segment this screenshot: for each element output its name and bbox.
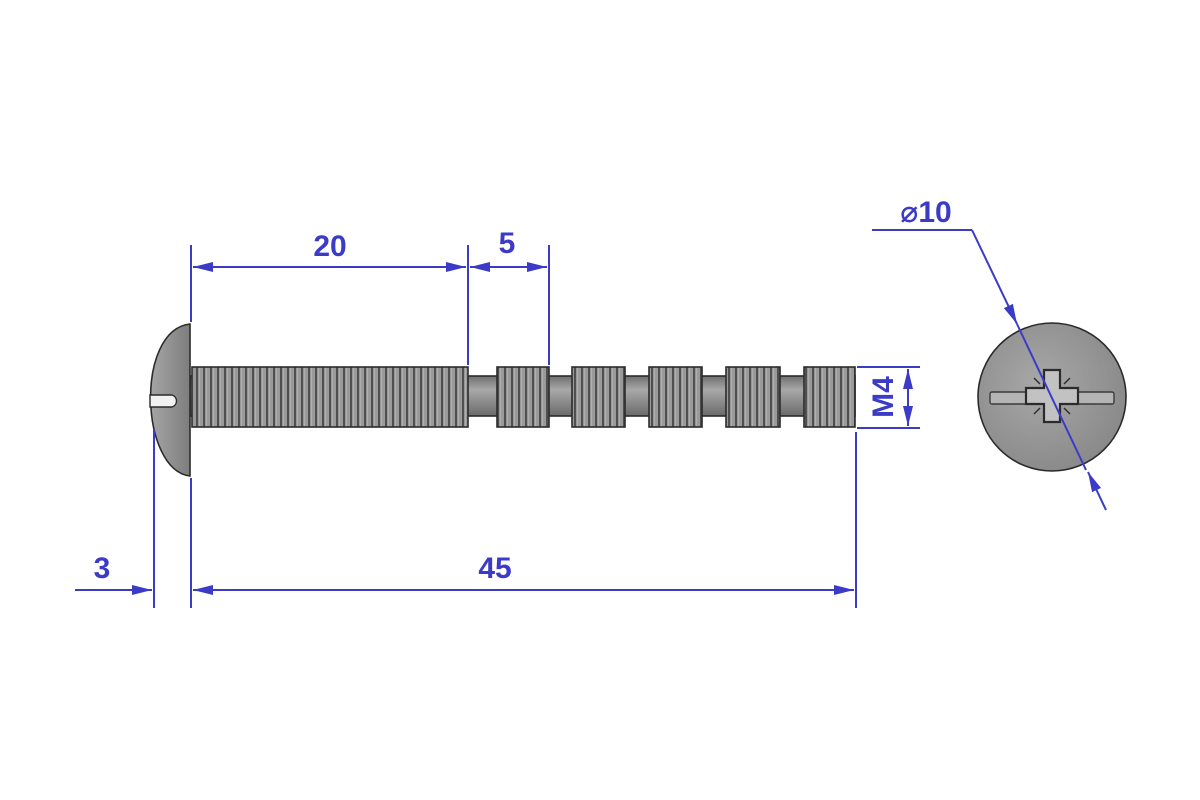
thread-segment	[571, 366, 626, 428]
dimension-layer	[75, 229, 1107, 608]
bolt-side-view	[149, 323, 856, 477]
thread-segment	[648, 366, 703, 428]
head-slot-icon	[149, 394, 178, 408]
dim-line-d10-tail	[1087, 471, 1107, 511]
thread-segment	[496, 366, 550, 428]
thread-segment	[725, 366, 781, 428]
label-total-length: 45	[478, 552, 511, 585]
label-gap-length: 5	[499, 227, 516, 260]
dimension-labels: 20 5 3 45 M4 ⌀10	[94, 196, 952, 585]
thread-segments	[191, 366, 856, 428]
thread-segment-main	[191, 366, 469, 428]
dim-line-d10-inner	[1016, 323, 1087, 471]
dim-line-d10	[971, 229, 1018, 325]
thread-segment-end	[803, 366, 856, 428]
label-thread-length: 20	[313, 230, 346, 263]
label-head-diameter: ⌀10	[900, 196, 951, 229]
pozi-tick-marks	[1033, 377, 1071, 415]
label-head-height: 3	[94, 552, 111, 585]
label-thread-size: M4	[867, 376, 900, 418]
